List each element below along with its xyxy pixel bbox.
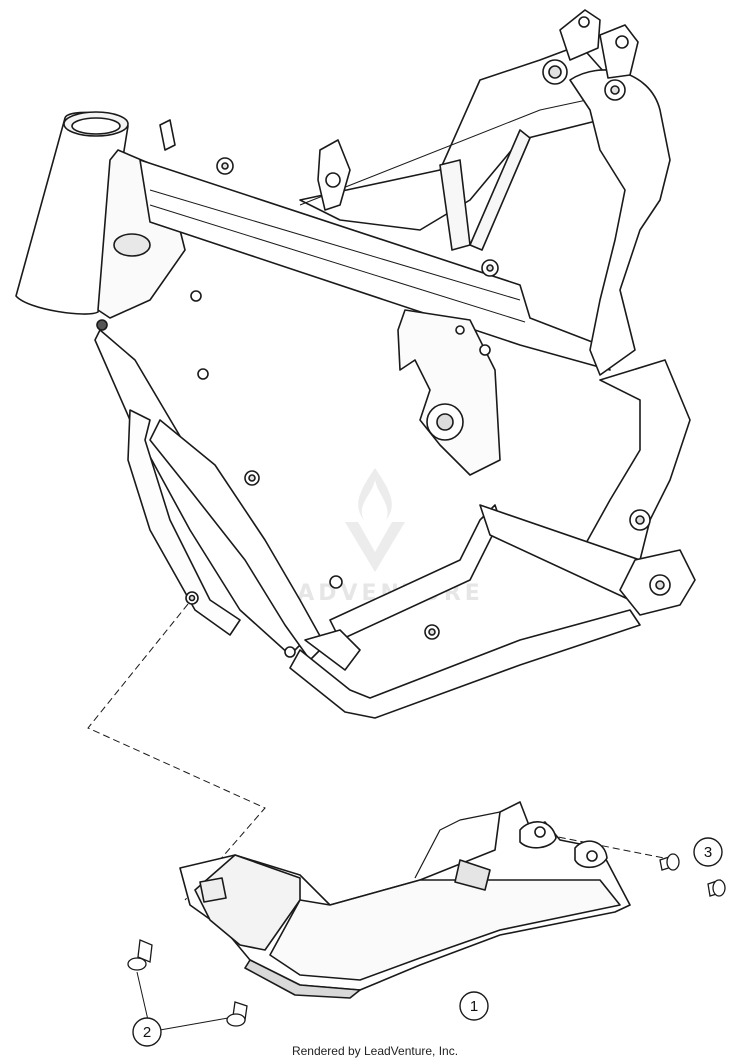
callout-3: 3 [693, 837, 723, 867]
callout-3-circle [693, 837, 723, 867]
callout-3-label: 3 [704, 844, 712, 861]
bolt-rear-lower [707, 879, 726, 897]
callout-leaders [136, 971, 229, 1031]
bolt-front-upper [127, 939, 153, 971]
mounting-guide-lines [87, 603, 665, 901]
bolts [127, 853, 726, 1027]
bolt-rear-upper [659, 853, 680, 871]
bolt-front-lower [226, 1001, 248, 1027]
lower-cradle [289, 609, 641, 719]
engine-mount-bracket [397, 259, 501, 476]
watermark-flame-icon [358, 468, 392, 520]
callout-1: 1 [459, 991, 489, 1021]
swingarm-pivot-plate [569, 69, 671, 376]
skid-plate [179, 801, 631, 999]
render-caption: Rendered by LeadVenture, Inc. [291, 1044, 459, 1058]
callout-2-label: 2 [143, 1024, 151, 1041]
callout-1-circle [459, 991, 489, 1021]
top-mounts [159, 9, 639, 211]
callout-2: 2 [132, 1017, 162, 1047]
callout-1-label: 1 [470, 998, 478, 1015]
watermark-v-icon [345, 522, 405, 572]
callout-2-circle [132, 1017, 162, 1047]
motorcycle-frame [15, 9, 696, 719]
frame-bolt-bosses [96, 290, 651, 658]
